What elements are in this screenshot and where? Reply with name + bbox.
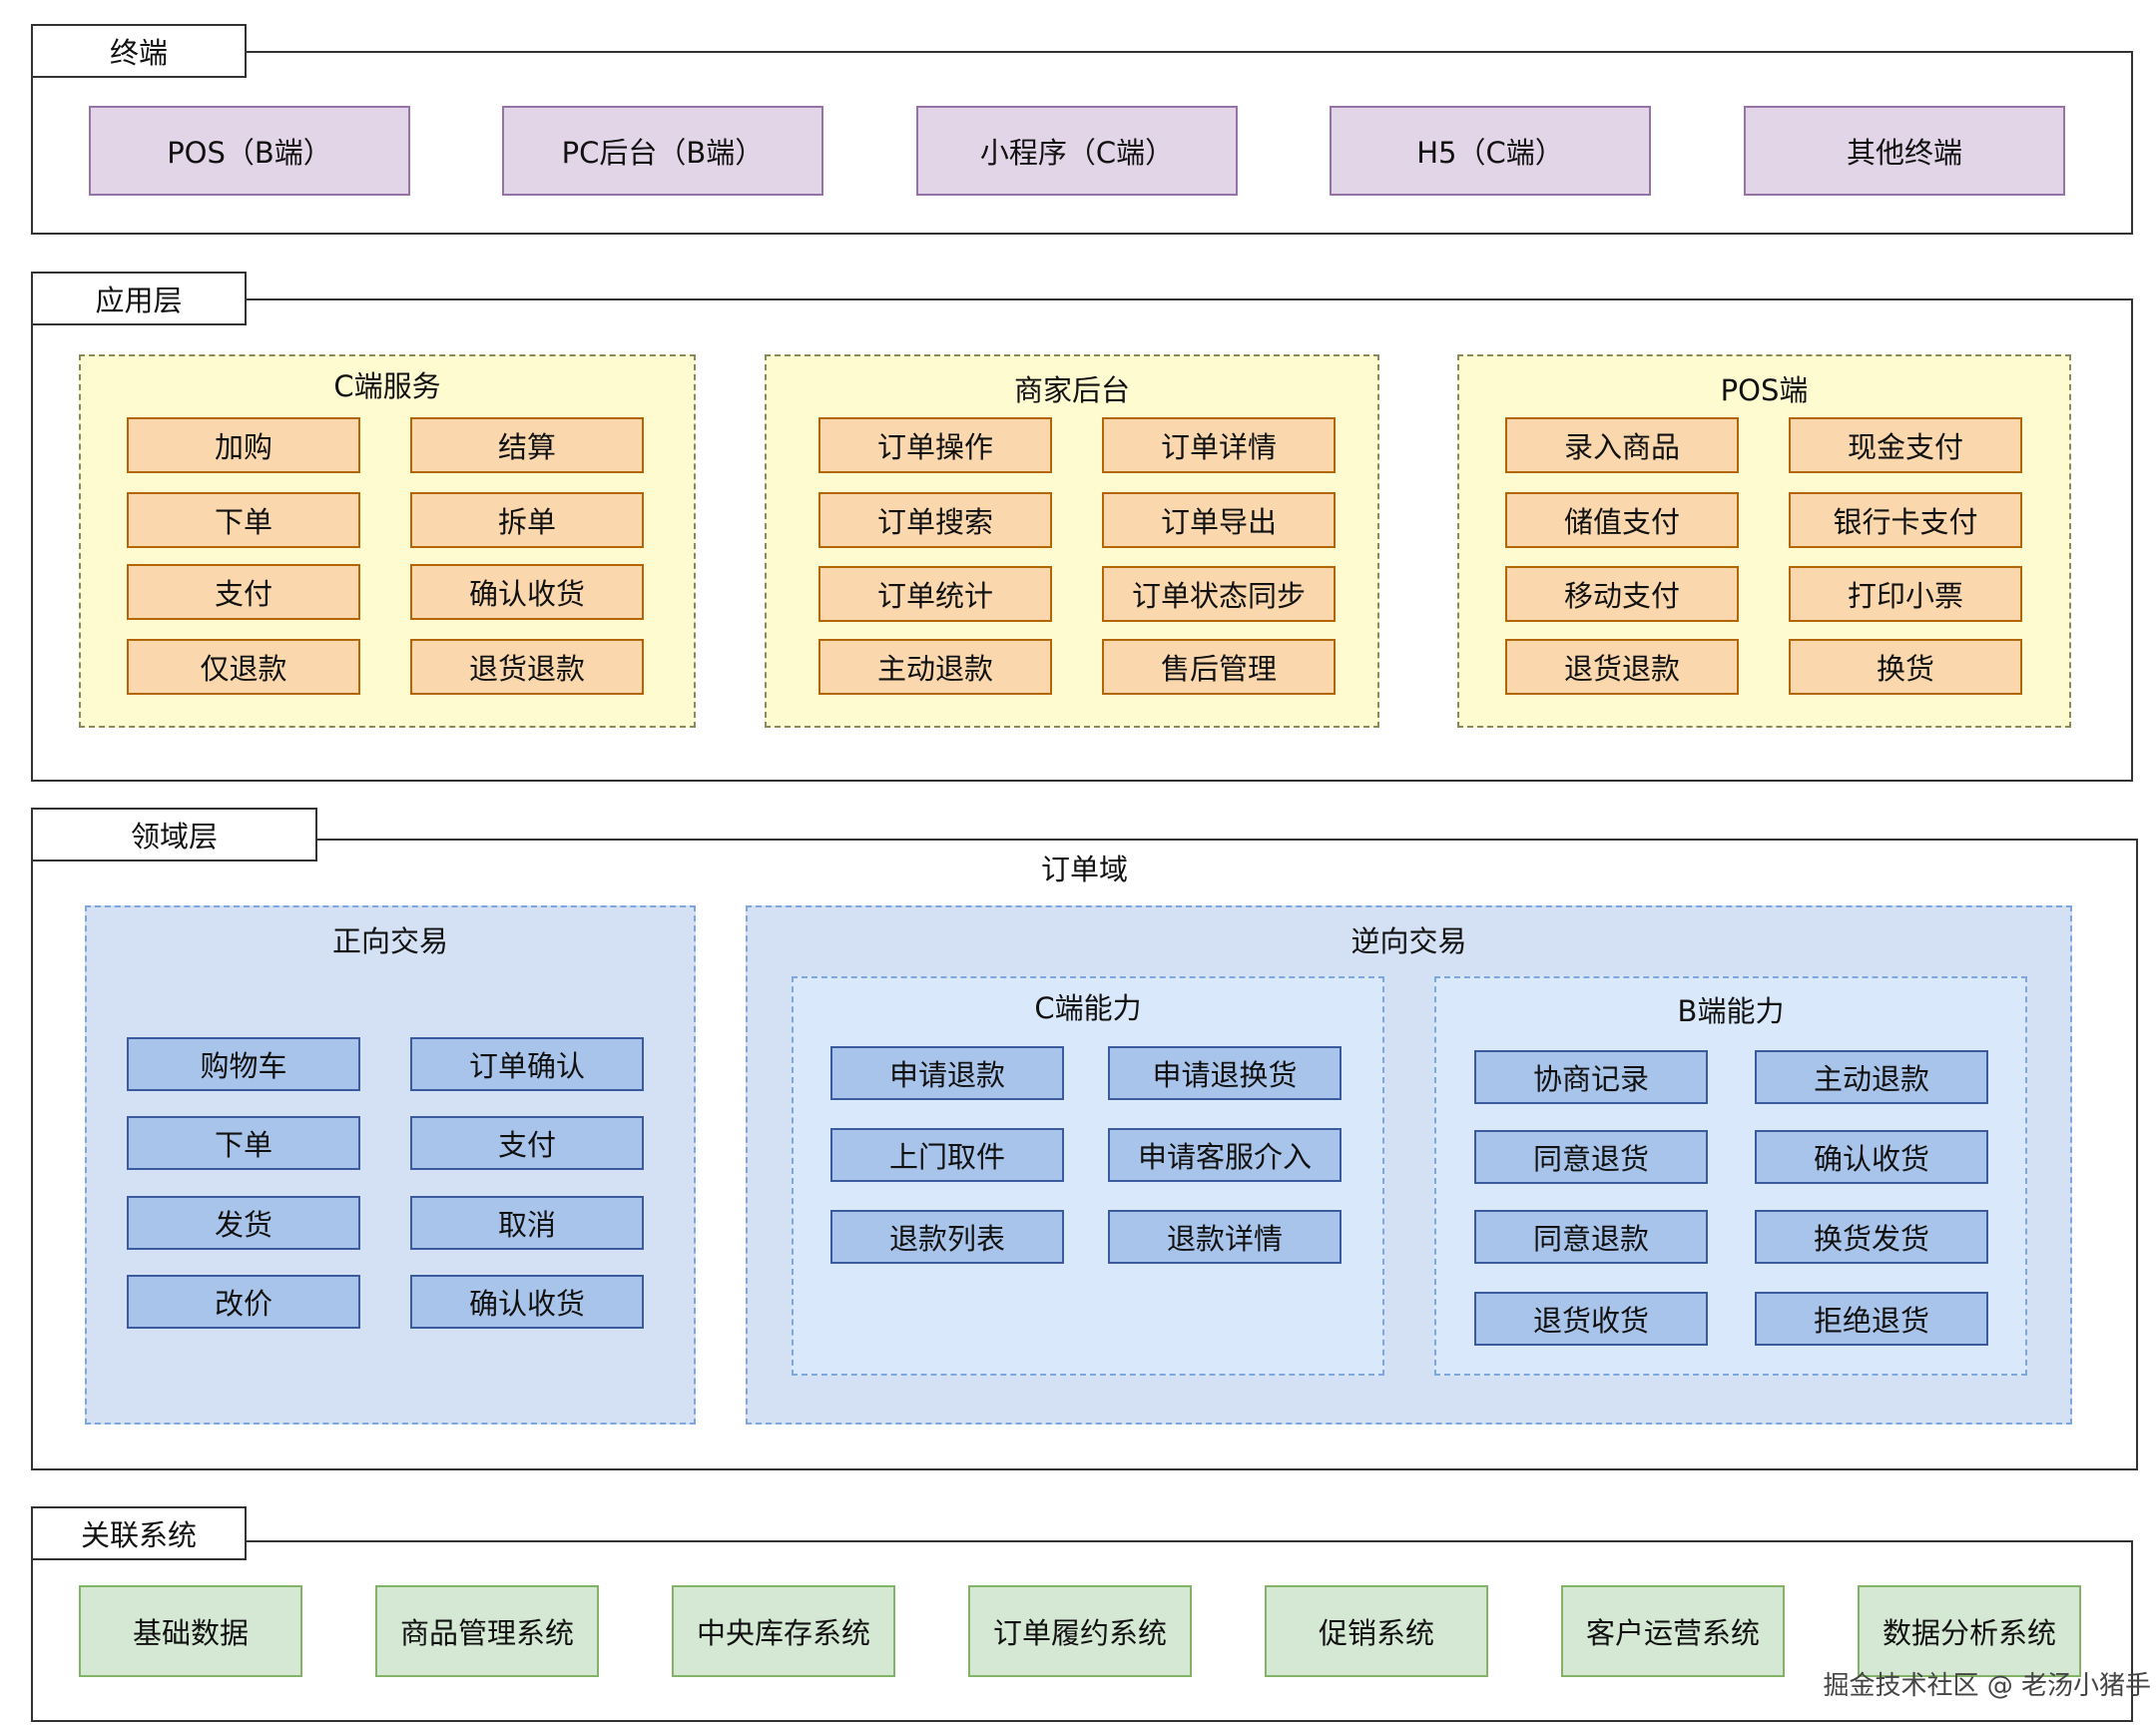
terminal-item: 小程序（C端）	[916, 106, 1238, 196]
app-item: 主动退款	[818, 639, 1052, 695]
related-system-item: 客户运营系统	[1561, 1585, 1785, 1677]
app-item: 结算	[410, 417, 644, 473]
domain-item: 订单确认	[410, 1037, 644, 1091]
domain-layer-tab: 领域层	[31, 808, 317, 862]
app-item: 订单状态同步	[1102, 566, 1336, 622]
domain-item: 退货收货	[1474, 1292, 1708, 1346]
app-item: 储值支付	[1505, 492, 1739, 548]
app-item: 换货	[1789, 639, 2022, 695]
terminal-item: 其他终端	[1744, 106, 2065, 196]
domain-item: 上门取件	[830, 1128, 1064, 1182]
app-item: 订单详情	[1102, 417, 1336, 473]
domain-item: 确认收货	[1755, 1130, 1988, 1184]
related-system-item: 商品管理系统	[375, 1585, 599, 1677]
terminal-item: POS（B端）	[89, 106, 410, 196]
domain-item: 同意退款	[1474, 1210, 1708, 1264]
b-side-capability-title: B端能力	[1677, 994, 1785, 1028]
app-item: 加购	[127, 417, 360, 473]
app-group-title: 商家后台	[1013, 373, 1130, 407]
domain-item: 主动退款	[1755, 1050, 1988, 1104]
app-item: 录入商品	[1505, 417, 1739, 473]
terminal-item: H5（C端）	[1330, 106, 1651, 196]
terminal-layer-tab: 终端	[31, 24, 247, 78]
related-system-item: 基础数据	[79, 1585, 302, 1677]
related-system-item: 中央库存系统	[672, 1585, 895, 1677]
app-item: 仅退款	[127, 639, 360, 695]
app-item: 银行卡支付	[1789, 492, 2022, 548]
app-item: 拆单	[410, 492, 644, 548]
app-item: 确认收货	[410, 564, 644, 620]
domain-item: 改价	[127, 1275, 360, 1329]
domain-item: 拒绝退货	[1755, 1292, 1988, 1346]
app-item: 现金支付	[1789, 417, 2022, 473]
domain-item: 购物车	[127, 1037, 360, 1091]
domain-item: 支付	[410, 1116, 644, 1170]
domain-item: 申请客服介入	[1108, 1128, 1342, 1182]
watermark-text: 掘金技术社区 @ 老汤小猪手	[1823, 1671, 2151, 1701]
app-item: 订单统计	[818, 566, 1052, 622]
related-system-item: 数据分析系统	[1858, 1585, 2081, 1677]
domain-item: 下单	[127, 1116, 360, 1170]
app-item: 下单	[127, 492, 360, 548]
app-group-title: C端服务	[333, 369, 441, 403]
app-item: 打印小票	[1789, 566, 2022, 622]
order-domain-title: 订单域	[1040, 853, 1128, 886]
app-item: 退货退款	[410, 639, 644, 695]
related-system-item: 促销系统	[1265, 1585, 1488, 1677]
domain-item: 退款详情	[1108, 1210, 1342, 1264]
forward-trade-title: 正向交易	[331, 924, 448, 958]
domain-item: 同意退货	[1474, 1130, 1708, 1184]
domain-item: 取消	[410, 1196, 644, 1250]
related-system-item: 订单履约系统	[968, 1585, 1192, 1677]
app-item: 订单搜索	[818, 492, 1052, 548]
related-systems-tab: 关联系统	[31, 1506, 247, 1560]
app-item: 支付	[127, 564, 360, 620]
c-side-capability-title: C端能力	[1034, 991, 1142, 1025]
domain-item: 发货	[127, 1196, 360, 1250]
domain-item: 申请退换货	[1108, 1046, 1342, 1100]
app-item: 移动支付	[1505, 566, 1739, 622]
domain-item: 退款列表	[830, 1210, 1064, 1264]
app-layer-tab: 应用层	[31, 272, 247, 325]
terminal-item: PC后台（B端）	[502, 106, 823, 196]
domain-item: 申请退款	[830, 1046, 1064, 1100]
app-group-title: POS端	[1720, 373, 1809, 407]
reverse-trade-title: 逆向交易	[1350, 924, 1467, 958]
app-item: 订单导出	[1102, 492, 1336, 548]
domain-item: 协商记录	[1474, 1050, 1708, 1104]
app-item: 退货退款	[1505, 639, 1739, 695]
domain-item: 换货发货	[1755, 1210, 1988, 1264]
domain-item: 确认收货	[410, 1275, 644, 1329]
app-item: 订单操作	[818, 417, 1052, 473]
app-item: 售后管理	[1102, 639, 1336, 695]
